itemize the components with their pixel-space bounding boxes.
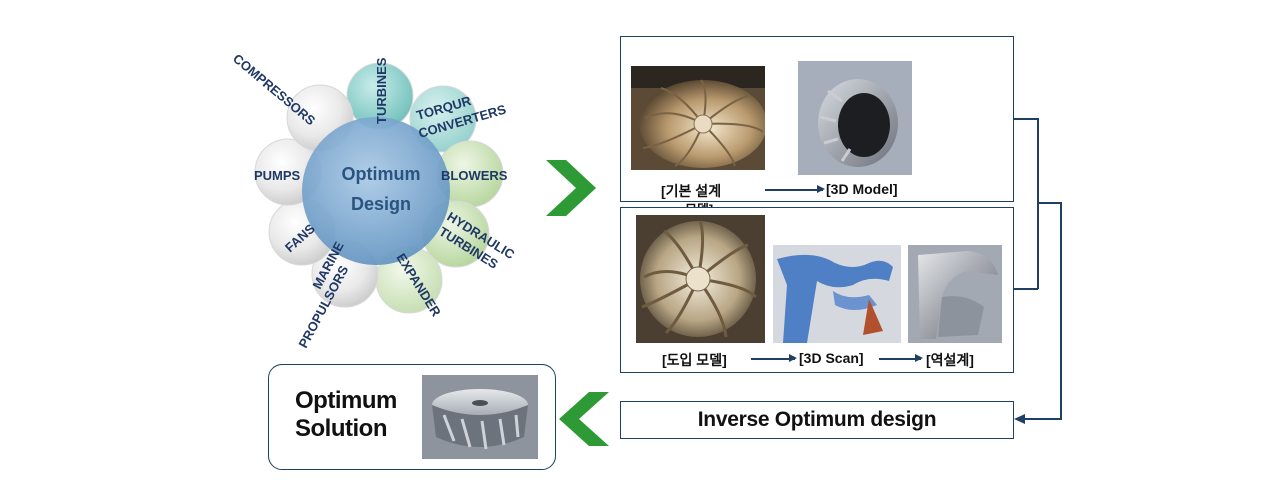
3d-model-render <box>798 61 912 175</box>
label-pumps: PUMPS <box>254 168 301 183</box>
caption-reverse-design: [역설계] <box>926 352 974 368</box>
arrow-installed-to-scan <box>751 355 797 361</box>
label-turbines: TURBINES <box>374 57 389 124</box>
connector-top-vertical <box>1037 118 1039 289</box>
label-blowers: BLOWERS <box>441 168 508 183</box>
optimum-impeller-render <box>422 375 538 459</box>
connector-junction <box>1037 202 1061 204</box>
inverse-optimum-design-box: Inverse Optimum design <box>620 401 1014 439</box>
optimum-solution-box: Optimum Solution <box>268 364 556 470</box>
caption-installed-model: [도입 모델] <box>662 352 727 368</box>
center-line2: Design <box>351 194 411 214</box>
arrow-scan-to-reverse <box>879 355 923 361</box>
caption-3d-model: [3D Model] <box>826 181 898 197</box>
connector-top-out <box>1014 118 1038 120</box>
chevron-right-icon <box>546 160 596 216</box>
impeller-photo <box>631 66 765 170</box>
arrow-basic-to-3d <box>765 186 825 192</box>
optimum-design-flower: Optimum Design TURBINES TORQUR CONVERTER… <box>230 51 518 351</box>
3d-scan-render <box>773 245 901 343</box>
center-circle <box>302 117 450 265</box>
arrowhead-left-icon <box>1014 414 1025 424</box>
connector-down <box>1060 202 1062 419</box>
chevron-left-icon <box>559 392 609 446</box>
caption-basic-design: [기본 설계 <box>661 183 722 199</box>
reverse-engineering-panel: [도입 모델] [3D Scan] [역설계] <box>620 207 1014 373</box>
caption-3d-scan: [3D Scan] <box>799 350 864 366</box>
solution-line2: Solution <box>295 415 387 442</box>
petal-torque <box>409 85 477 153</box>
reverse-design-render <box>908 245 1002 343</box>
connector-back <box>1024 418 1062 420</box>
installed-model-photo <box>636 215 765 343</box>
connector-mid-out <box>1014 288 1038 290</box>
basic-design-panel: [기본 설계 모델] [3D Model] <box>620 36 1014 217</box>
center-line1: Optimum <box>342 164 421 184</box>
solution-line1: Optimum <box>295 387 397 414</box>
inverse-optimum-design-label: Inverse Optimum design <box>697 408 937 431</box>
